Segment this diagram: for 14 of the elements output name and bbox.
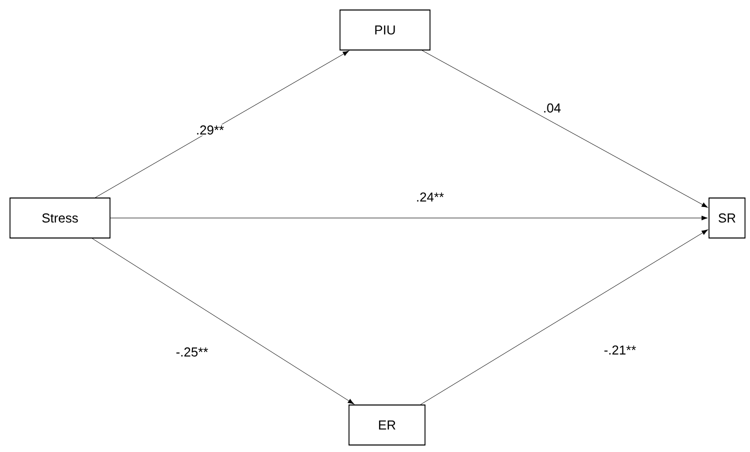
arrow (95, 50, 349, 198)
variable-box: ER (348, 404, 426, 446)
path-coefficient: .24** (414, 191, 446, 203)
path-coefficient: -.25** (174, 346, 210, 358)
arrow (92, 238, 354, 404)
path-coefficient: .29** (194, 124, 226, 136)
path-coefficient: .04 (542, 102, 562, 114)
variable-box: SR (708, 198, 746, 238)
variable-box: PIU (340, 10, 430, 50)
arrow (420, 230, 708, 405)
variable-box: Stress (10, 198, 110, 238)
arrow (422, 50, 708, 208)
path-coefficient: -.21** (602, 344, 638, 356)
arrow (110, 216, 708, 220)
